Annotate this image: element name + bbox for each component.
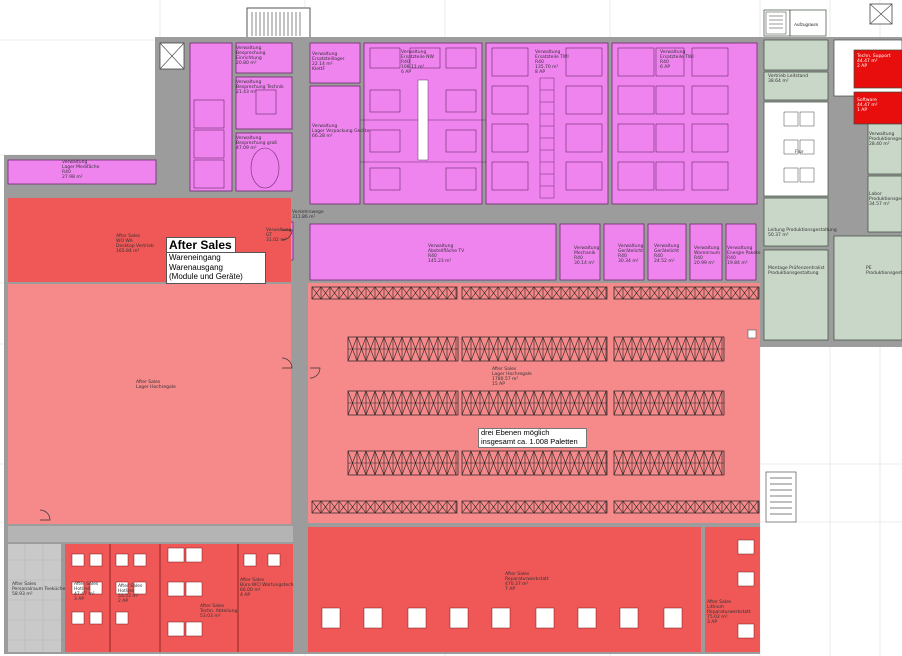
room-label-flur: Flur bbox=[795, 150, 804, 155]
room-label-besprechung3: Verwaltung Besprechung groß 47.09 m² bbox=[236, 136, 278, 151]
room-label-hotline1: After Sales Hotline 47.47 m² 3 AP bbox=[74, 582, 99, 602]
room-label-ersatzteile-nw: Verwaltung Ersatzteile NW R40 108.11 m² … bbox=[401, 50, 434, 75]
sozial-zone bbox=[8, 544, 61, 652]
exit-stair bbox=[765, 471, 797, 523]
room-label-labor: Labor Produktionsgestaltung 34.57 m² bbox=[869, 192, 902, 207]
reparatur-desks bbox=[321, 539, 755, 639]
reparatur-zone bbox=[308, 527, 701, 652]
after-sales-subtitle: Wareneingang Warenausgang (Module und Ge… bbox=[166, 252, 266, 284]
as-hochregal-zone bbox=[8, 284, 291, 524]
pallet-capacity-note: drei Ebenen möglich insgesamt ca. 1.008 … bbox=[478, 428, 587, 448]
room-label-hotline2: After Sales Hotline 53.53 m² 2 AP bbox=[118, 584, 143, 604]
room-label-mechanik: Verwaltung Mechanik R40 30.14 m² bbox=[574, 246, 600, 266]
room-label-montage: Montage Prüfenzentralist Produktionsgest… bbox=[768, 266, 825, 276]
room-label-abstellflaeche: Verwaltung Abstellfläche TV R40 145.23 m… bbox=[428, 244, 465, 264]
rack-row-1 bbox=[311, 286, 760, 300]
room-label-lithium: After Sales Lithium Reparaturwerkstatt 7… bbox=[707, 600, 751, 625]
room-label-besprechung2: Verwaltung Besprechung Technik 21.43 m² bbox=[236, 80, 284, 95]
stair-block bbox=[246, 7, 311, 41]
corridor bbox=[8, 526, 293, 542]
room-label-lager-verpackung: Verwaltung Lager Verpackung Geräte 66.28… bbox=[312, 124, 370, 139]
room-label-support2: Software 44.47 m² 1 AP bbox=[857, 98, 878, 113]
room-label-verkehr: Verkehrswege 311.86 m² bbox=[292, 210, 324, 220]
sozial-hatch bbox=[8, 544, 61, 652]
room-label-reparatur: After Sales Reparaturwerkstatt 470.37 m²… bbox=[505, 572, 549, 592]
elevator-shaft bbox=[159, 3, 893, 70]
room-label-as-office: After Sales WO WA Desktop Vertrieb 165.8… bbox=[116, 234, 154, 254]
after-sales-title: After Sales bbox=[166, 237, 236, 253]
room-label-energie: Verwaltung Energie Pakete R40 19.84 m² bbox=[727, 246, 761, 266]
room-label-pe: PE Produktionsgestaltung bbox=[866, 266, 902, 276]
top-right-stair bbox=[765, 11, 787, 35]
hotline-desks bbox=[71, 547, 281, 637]
room-label-geraete2: Verwaltung Gerätelicht R40 24.52 m² bbox=[654, 244, 680, 264]
marker-square bbox=[747, 329, 757, 339]
room-label-produktion1: Verwaltung Produktionsgestaltung 28.40 m… bbox=[869, 132, 902, 147]
room-label-ersatzteile-w1: Verwaltung Ersatzteile TWI R40 135.70 m²… bbox=[535, 50, 569, 75]
room-label-geraete1: Verwaltung Gerätelicht R40 30.34 m² bbox=[618, 244, 644, 264]
room-label-wareneingang: Verwaltung Warenraum R40 20.99 m² bbox=[694, 246, 721, 266]
right-wing-rooms bbox=[763, 9, 902, 341]
room-label-ersatzteile-w2: Verwaltung Ersatzteile TWI R40 6 AP bbox=[660, 50, 694, 70]
rack-row-5 bbox=[311, 500, 760, 514]
room-label-as-tech: After Sales Techn. Abteilung 53.03 m² bbox=[200, 604, 238, 619]
room-label-as-buero: After Sales Büro WCI Wartungstech 66.00 … bbox=[240, 578, 294, 598]
room-label-top-left: Verwaltung Lager Medifäche R40 27.98 m² bbox=[62, 160, 100, 180]
upper-furniture bbox=[193, 47, 729, 191]
room-label-main-hochregal: After Sales Lager Hochregale 1780.57 m² … bbox=[492, 367, 532, 387]
right-wing-toilets bbox=[783, 111, 815, 183]
room-label-produktion2: Leitung Produktionsgestaltung 50.37 m² bbox=[768, 228, 837, 238]
room-label-ersatzteil-lager: Verwaltung Ersatzteillager 22.14 m² Klet… bbox=[312, 52, 345, 72]
room-label-besprechung1: Verwaltung Besprechung Einrichtung 20.80… bbox=[236, 46, 266, 66]
room-label-gt-office: Verwaltung GT 31.02 m² bbox=[266, 228, 292, 243]
shelf-strips bbox=[417, 77, 555, 199]
hotline-partitions bbox=[109, 544, 239, 652]
rack-cells bbox=[311, 286, 759, 514]
room-label-leitstand: Vertrieb Leitstand 38.64 m² bbox=[768, 74, 809, 84]
room-label-sozial: After Sales Personalraum Teeküche 58.93 … bbox=[12, 582, 66, 597]
room-label-as-hochregal: After Sales Lager Hochregale bbox=[136, 380, 176, 390]
room-label-support: Techn. Support 44.47 m² 2 AP bbox=[857, 54, 891, 69]
door-symbols bbox=[39, 229, 321, 521]
upper-admin-rooms bbox=[7, 42, 758, 281]
lift-label: Aufzugraum bbox=[794, 22, 819, 27]
